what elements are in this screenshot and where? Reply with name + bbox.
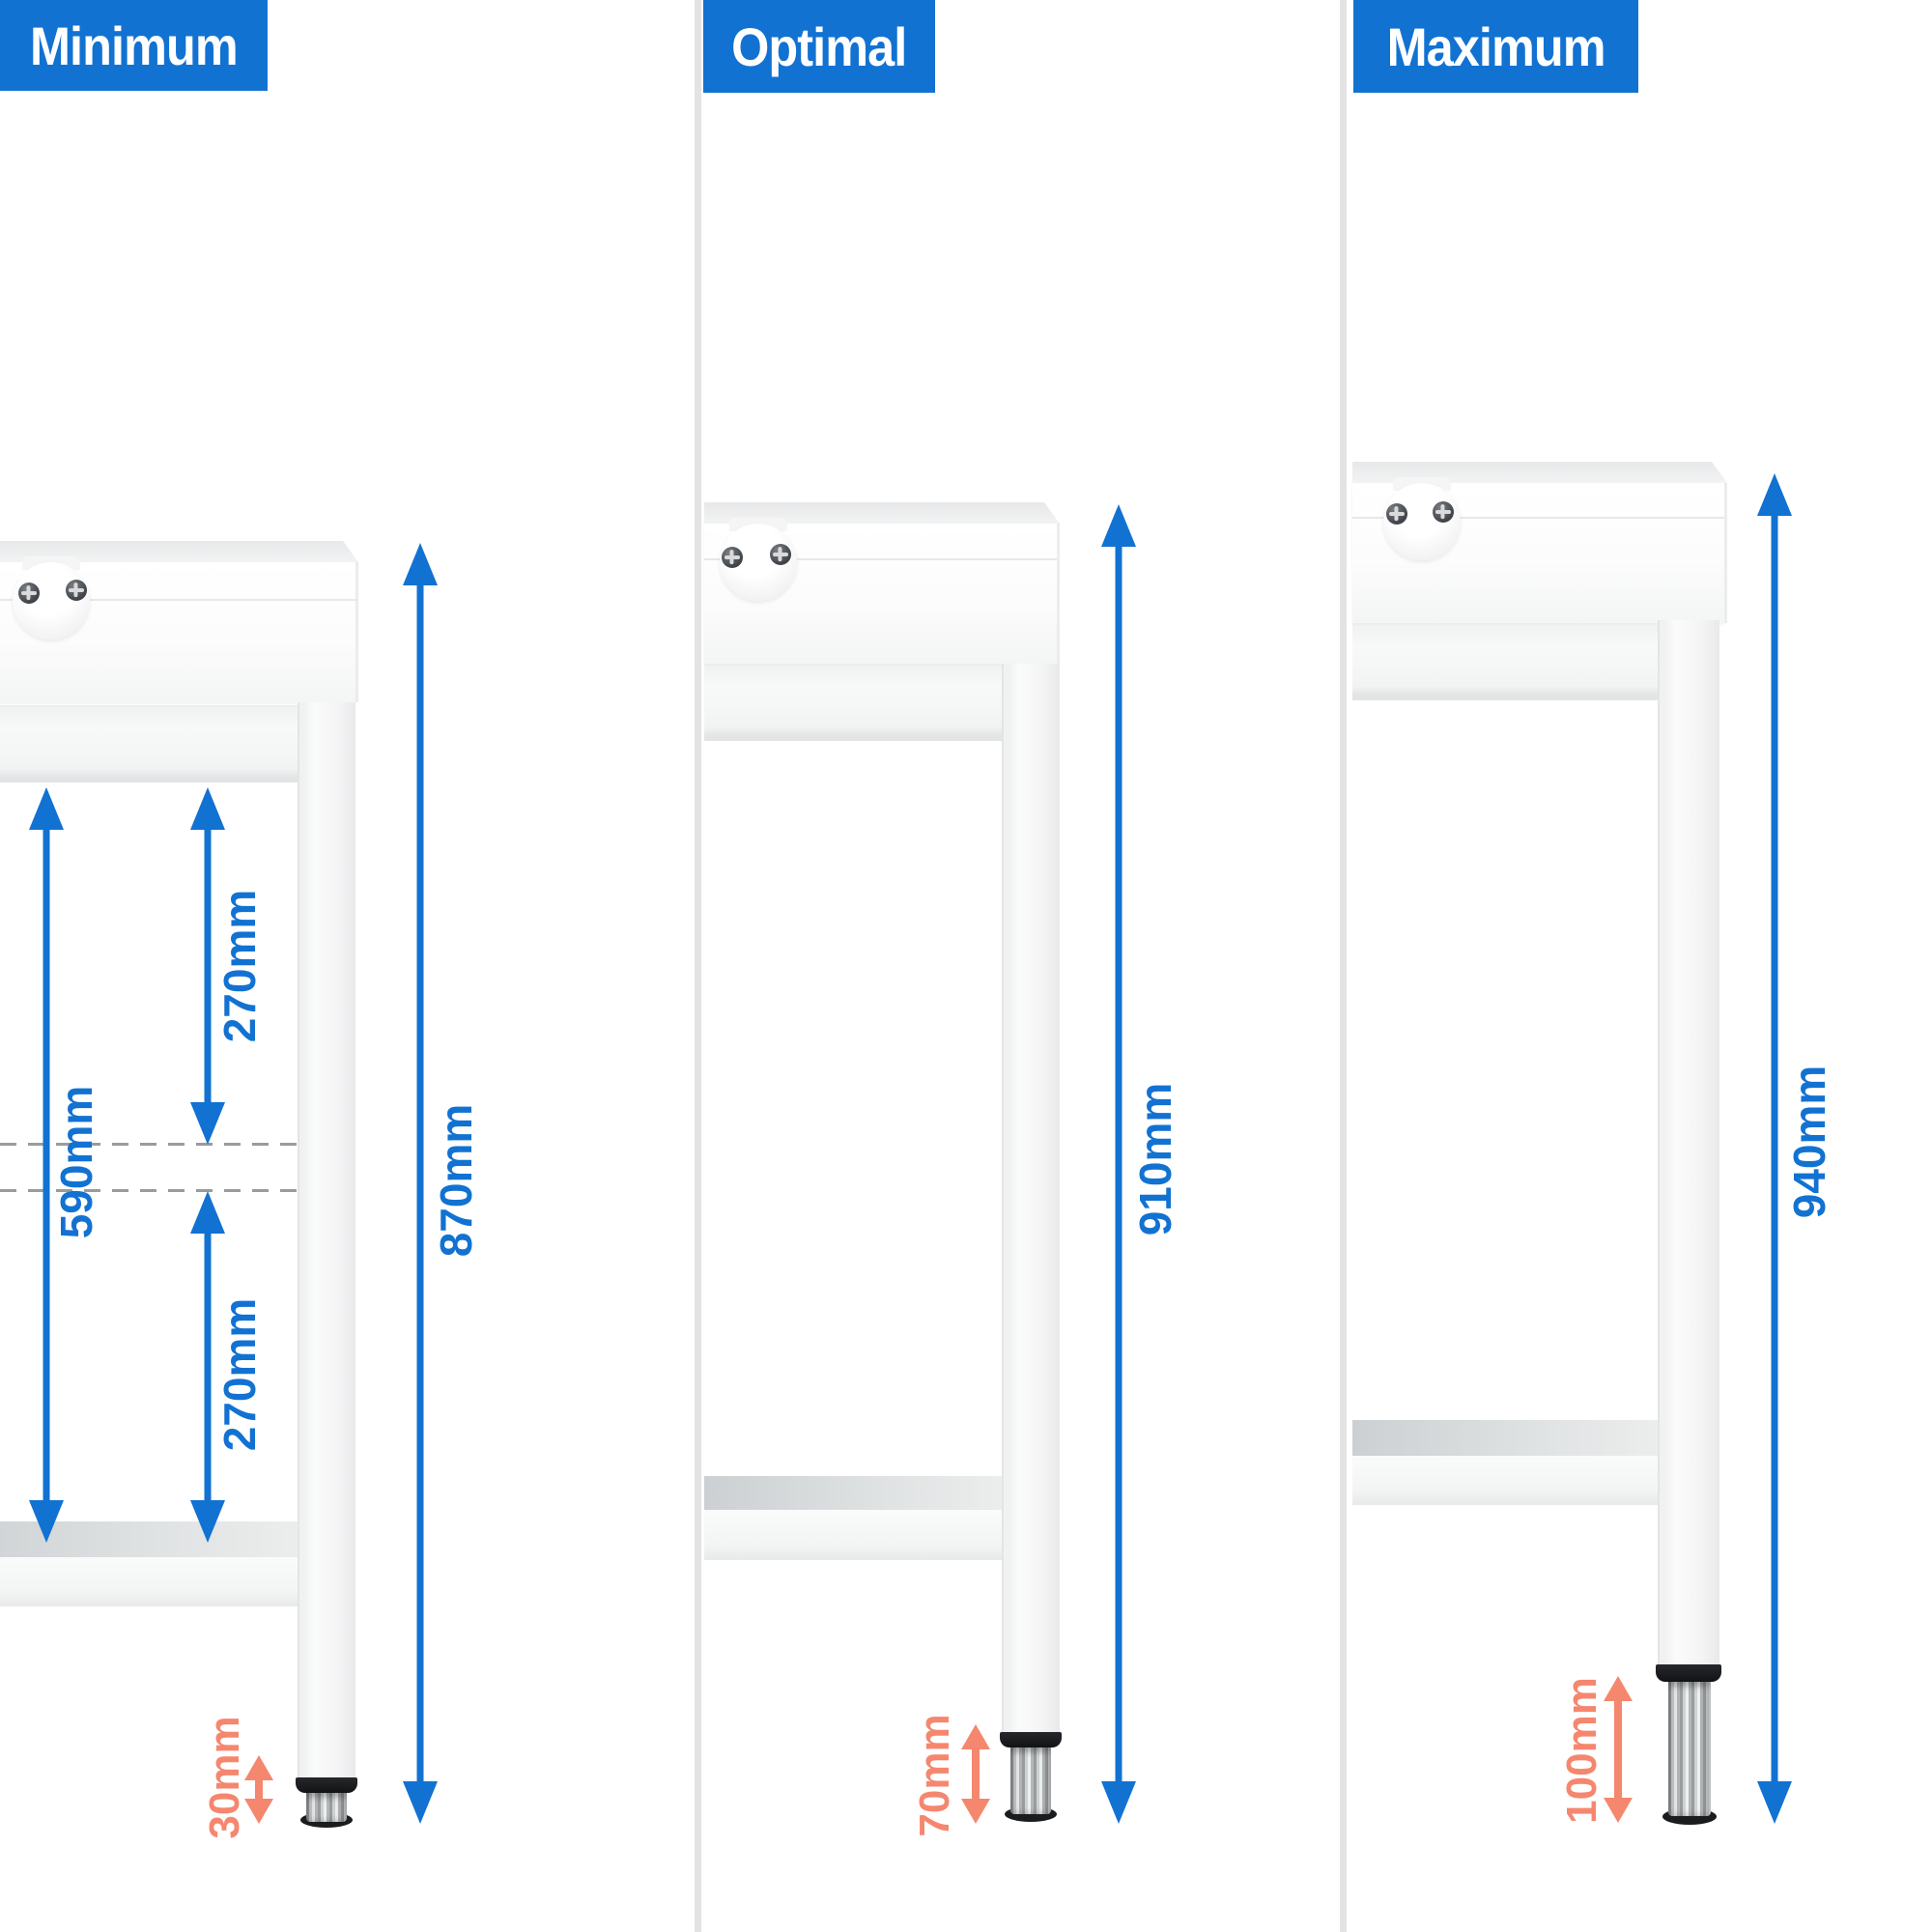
foot-adjust-arrow [244, 1755, 273, 1824]
overall-height-arrow [1101, 504, 1136, 1824]
foot-cap [296, 1777, 357, 1793]
upper-gap-label: 270mm [214, 889, 265, 1043]
foot-adjust-label: 70mm [911, 1714, 958, 1837]
lower-gap-label: 270mm [214, 1297, 265, 1452]
foot-cap [1656, 1664, 1721, 1682]
bracket-screw-right [770, 544, 791, 565]
foot-adjust-arrow [1604, 1676, 1633, 1823]
table-apron [704, 664, 1002, 741]
bracket-screw-right [1433, 501, 1454, 523]
tabletop-side-edge [1057, 524, 1060, 664]
tabletop-groove [1352, 517, 1724, 519]
panel-title-minimum: Minimum [0, 0, 268, 91]
arrow-head-down [29, 1500, 64, 1543]
bottom-shelf-front [0, 1557, 300, 1606]
table-leg [1002, 664, 1060, 1732]
bottom-shelf-front [704, 1510, 1005, 1560]
foot-adjust-arrow [961, 1724, 990, 1824]
arrow-head-up [1604, 1676, 1633, 1701]
arrow-head-down [961, 1799, 990, 1824]
table-apron [1352, 623, 1658, 700]
overall-height-label: 870mm [431, 1103, 481, 1258]
table-leg [298, 702, 355, 1777]
panel-title-optimal: Optimal [703, 0, 935, 93]
bracket-screw-left [18, 582, 40, 604]
table-leg [1658, 620, 1719, 1664]
adjustable-foot [1668, 1682, 1711, 1816]
center-span-arrow [29, 787, 64, 1543]
arrow-head-down [190, 1102, 225, 1145]
arrow-head-down [190, 1500, 225, 1543]
tabletop-top-face [704, 502, 1060, 524]
bracket-screw-left [722, 547, 743, 568]
center-span-label: 590mm [51, 1085, 101, 1239]
arrow-head-down [403, 1781, 438, 1824]
bottom-shelf-front [1352, 1456, 1661, 1505]
panel-title-label: Optimal [731, 15, 907, 77]
tabletop-top-face [0, 541, 358, 562]
bracket-screw-right [66, 580, 87, 601]
overall-height-arrow [1757, 473, 1792, 1824]
panel-title-maximum: Maximum [1353, 0, 1638, 93]
panel-divider-2 [1340, 0, 1347, 1932]
arrow-head-down [244, 1799, 273, 1824]
foot-adjust-label: 100mm [1558, 1677, 1605, 1824]
panel-title-label: Minimum [30, 14, 239, 76]
bottom-shelf-top [704, 1476, 1005, 1510]
tabletop-groove [0, 599, 355, 601]
arrow-head-down [1757, 1781, 1792, 1824]
arrow-head-up [961, 1724, 990, 1749]
panel-divider-1 [695, 0, 701, 1932]
arrow-head-up [244, 1755, 273, 1780]
overall-height-label: 940mm [1784, 1065, 1834, 1219]
overall-height-arrow [403, 543, 438, 1824]
arrow-head-down [1604, 1798, 1633, 1823]
adjustable-foot [1010, 1747, 1051, 1814]
panel-title-label: Maximum [1386, 15, 1605, 77]
upper-gap-arrow [190, 787, 225, 1145]
foot-adjust-label: 30mm [201, 1716, 248, 1839]
adjustable-foot [306, 1793, 347, 1822]
overall-height-label: 910mm [1130, 1082, 1180, 1236]
shelf-guide-dash-lower [0, 1189, 298, 1192]
tabletop-groove [704, 558, 1057, 560]
bracket-screw-left [1386, 503, 1407, 525]
bottom-shelf-top [1352, 1420, 1661, 1456]
tabletop-side-edge [355, 562, 358, 702]
arrow-head-down [1101, 1781, 1136, 1824]
table-apron [0, 705, 299, 782]
lower-gap-arrow [190, 1191, 225, 1543]
shelf-guide-dash-upper [0, 1143, 298, 1146]
foot-cap [1000, 1732, 1062, 1747]
tabletop-side-edge [1724, 483, 1727, 623]
